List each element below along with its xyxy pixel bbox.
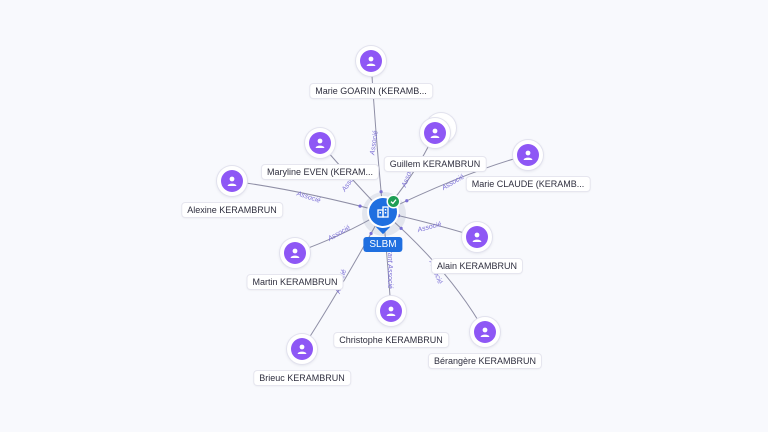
- person-node[interactable]: [376, 296, 406, 326]
- person-icon: [380, 300, 402, 322]
- person-icon: [221, 170, 243, 192]
- person-node[interactable]: [280, 238, 310, 268]
- person-icon: [309, 132, 331, 154]
- person-icon: [291, 338, 313, 360]
- person-name[interactable]: Brieuc KERAMBRUN: [254, 371, 350, 385]
- relation-label: Associé: [440, 173, 466, 192]
- relation-edge: [370, 60, 384, 213]
- person-icon: [424, 122, 446, 144]
- person-name[interactable]: Maryline EVEN (KERAM...: [261, 165, 379, 179]
- person-name[interactable]: Alexine KERAMBRUN: [182, 203, 282, 217]
- relation-label: Associé: [295, 190, 322, 205]
- person-name[interactable]: Marie CLAUDE (KERAMB...: [466, 177, 590, 191]
- edge-arrow: [405, 199, 409, 203]
- person-node[interactable]: [462, 222, 492, 252]
- person-node[interactable]: [513, 140, 543, 170]
- person-icon: [284, 242, 306, 264]
- person-node[interactable]: [470, 317, 500, 347]
- person-node[interactable]: [305, 128, 335, 158]
- person-name[interactable]: Bérangère KERAMBRUN: [428, 354, 542, 368]
- person-node[interactable]: [217, 166, 247, 196]
- person-node[interactable]: [420, 118, 450, 148]
- relation-label: Associé: [369, 130, 379, 156]
- relation-label: Associé: [326, 224, 352, 243]
- edge-arrow: [358, 204, 362, 208]
- person-icon: [517, 144, 539, 166]
- edge-arrow: [399, 226, 403, 230]
- person-icon: [466, 226, 488, 248]
- company-label[interactable]: SLBM: [363, 237, 403, 252]
- person-name[interactable]: Marie GOARIN (KERAMB...: [310, 84, 432, 98]
- person-name[interactable]: Martin KERAMBRUN: [247, 275, 343, 289]
- relation-label: Gérant Associé: [386, 241, 393, 289]
- relation-edge: [231, 180, 384, 213]
- person-name[interactable]: Alain KERAMBRUN: [431, 259, 523, 273]
- person-name[interactable]: Christophe KERAMBRUN: [334, 333, 448, 347]
- person-icon: [474, 321, 496, 343]
- edge-arrow: [379, 190, 383, 194]
- building-icon: [377, 206, 389, 218]
- check-icon: [388, 196, 399, 207]
- edge-arrow: [396, 214, 401, 218]
- person-node[interactable]: [287, 334, 317, 364]
- person-name[interactable]: Guillem KERAMBRUN: [384, 157, 486, 171]
- edge-arrow: [369, 231, 373, 236]
- person-node[interactable]: [356, 46, 386, 76]
- person-icon: [360, 50, 382, 72]
